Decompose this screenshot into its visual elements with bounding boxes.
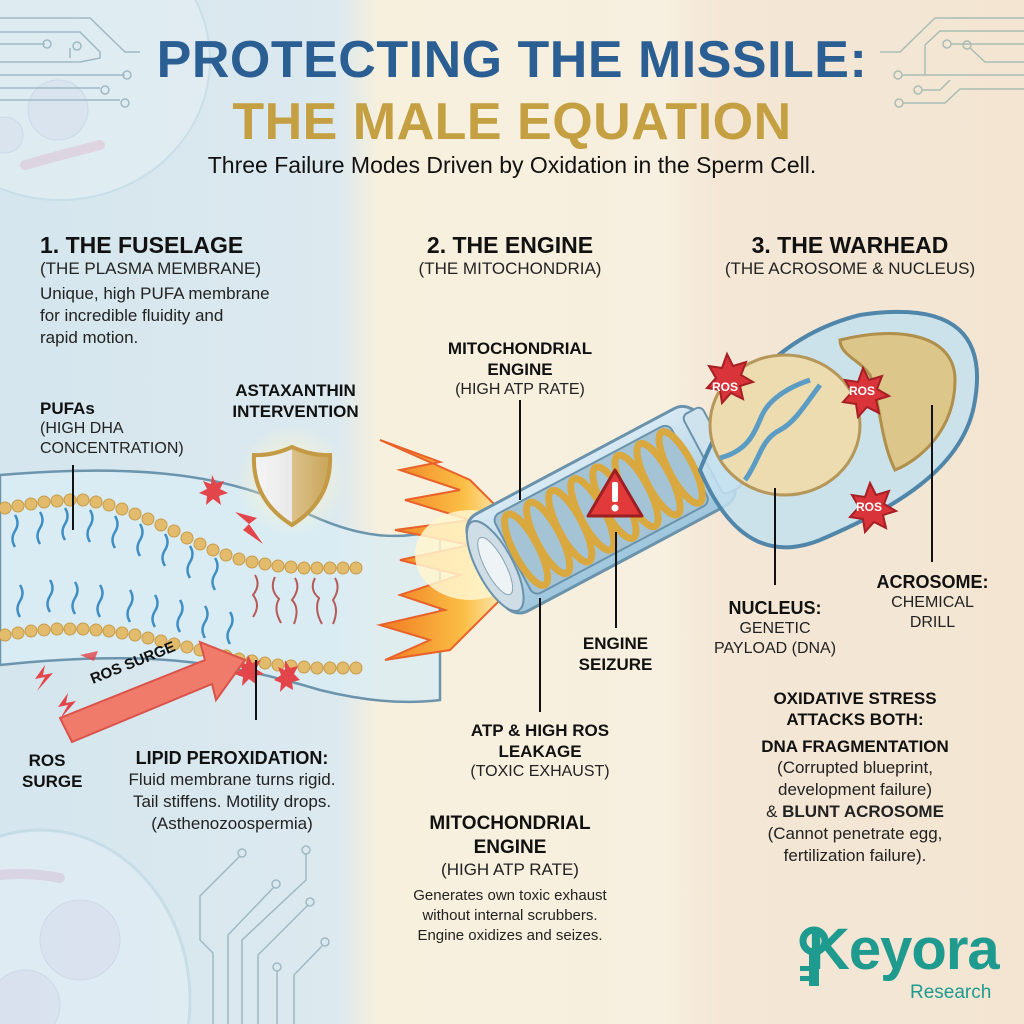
label-engine-seizure: ENGINE SEIZURE: [578, 634, 653, 674]
key-icon: [799, 926, 829, 986]
peroxidized-tails: [251, 574, 339, 625]
label-mitochondrial-engine-top: MITOCHONDRIAL ENGINE (HIGH ATP RATE): [447, 339, 593, 398]
title-line-1: PROTECTING THE MISSILE:: [156, 31, 868, 89]
section-warhead: 3. THE WARHEAD (THE ACROSOME & NUCLEUS): [690, 232, 1010, 279]
subtitle: Three Failure Modes Driven by Oxidation …: [207, 152, 817, 178]
pufa-tails: [11, 507, 234, 645]
dna-helix-icon: [719, 377, 823, 482]
section-fuselage: 1. THE FUSELAGE (THE PLASMA MEMBRANE) Un…: [40, 232, 270, 349]
cell-illustration-bottom-left: [0, 828, 192, 1024]
warning-icon: [586, 468, 644, 518]
section-heading: 1. THE FUSELAGE: [40, 232, 244, 258]
label-atp-leakage: ATP & HIGH ROS LEAKAGE (TOXIC EXHAUST): [470, 721, 610, 780]
label-nucleus: NUCLEUS: GENETIC PAYLOAD (DNA): [713, 598, 837, 657]
dna-fragmentation-title: DNA FRAGMENTATION: [761, 737, 949, 756]
section-description: Unique, high PUFA membrane for incredibl…: [40, 284, 270, 347]
plasma-membrane: [0, 469, 442, 704]
ros-badge-icons: [705, 351, 899, 535]
leader-lines: [72, 400, 933, 720]
label-ros-surge: ROS SURGE: [22, 751, 83, 791]
section-engine: 2. THE ENGINE (THE MITOCHONDRIA): [380, 232, 640, 279]
ros-badge-label: ROS: [849, 384, 876, 398]
section-heading: 2. THE ENGINE: [426, 232, 594, 258]
label-pufas: PUFAs (HIGH DHA CONCENTRATION): [40, 399, 184, 457]
blunt-acrosome-line: & BLUNT ACROSOME: [766, 802, 944, 821]
ros-badge-label: ROS: [712, 380, 739, 394]
ros-badge-label: ROS: [856, 500, 883, 514]
circuit-lines-bottom: [199, 845, 330, 1024]
label-astaxanthin: ASTAXANTHIN INTERVENTION: [232, 381, 359, 421]
label-acrosome: ACROSOME: CHEMICAL DRILL: [876, 572, 989, 631]
section-subheading: (THE ACROSOME & NUCLEUS): [724, 259, 976, 278]
label-mitochondrial-engine-bottom: MITOCHONDRIAL ENGINE (HIGH ATP RATE) Gen…: [413, 813, 607, 944]
section-subheading: (THE MITOCHONDRIA): [418, 259, 602, 278]
label-lipid-peroxidation: LIPID PEROXIDATION: Fluid membrane turns…: [128, 748, 336, 833]
brand-name: Keyora: [808, 917, 1000, 982]
sperm-head: [697, 309, 980, 550]
brand-tagline: Research: [910, 982, 992, 1003]
label-oxidative-stress: OXIDATIVE STRESS ATTACKS BOTH: DNA FRAGM…: [720, 688, 990, 867]
circuit-lines-top-right: [880, 17, 1024, 108]
acrosome: [838, 332, 957, 472]
ros-surge-arrow: [58, 640, 247, 744]
title-line-2: THE MALE EQUATION: [232, 93, 792, 151]
astaxanthin-shield-icon: [237, 425, 347, 535]
section-heading: 3. THE WARHEAD: [751, 232, 949, 258]
phospholipid-heads-bottom: [0, 622, 363, 675]
circuit-lines-top-left: [0, 17, 140, 108]
phospholipid-heads-top: [0, 493, 363, 575]
section-subheading: (THE PLASMA MEMBRANE): [40, 259, 262, 278]
